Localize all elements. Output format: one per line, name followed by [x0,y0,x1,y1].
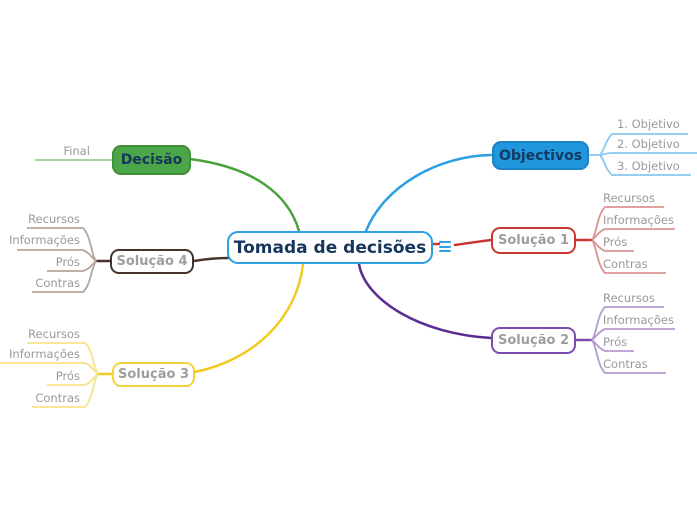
leaf-s2-pros[interactable]: Prós [603,335,628,349]
branch-line-solucao4 [192,256,230,263]
notes-icon-bar [439,241,451,243]
node-central-topic[interactable]: Tomada de decisões [227,231,433,264]
leaf-line-s4-recursos [27,227,97,262]
leaf-line-objetivo-1 [599,133,688,156]
leaf-s1-pros[interactable]: Prós [603,235,628,249]
leaf-line-objetivo-2 [599,152,697,156]
leaf-s4-recursos[interactable]: Recursos [28,212,80,226]
leaf-line-s1-informacoes [591,228,675,241]
leaf-objetivo-2[interactable]: 2. Objetivo [617,137,680,151]
leaf-line-s1-recursos [591,206,664,241]
node-solucao-3[interactable]: Solução 3 [112,362,195,387]
leaf-s1-contras[interactable]: Contras [603,257,648,271]
node-solucao-4[interactable]: Solução 4 [110,249,194,274]
branch-line-solucao3 [193,262,305,374]
leaf-s4-informacoes[interactable]: Informações [9,233,80,247]
leaf-line-s1-contras [591,239,666,274]
branch-line-solucao1 [453,238,494,247]
branch-line-decisao [188,157,301,233]
leaf-final[interactable]: Final [63,144,90,158]
leaf-line-s4-informacoes [17,249,97,262]
leaf-s4-contras[interactable]: Contras [35,276,80,290]
leaf-s2-informacoes[interactable]: Informações [603,313,674,327]
leaf-s1-informacoes[interactable]: Informações [603,213,674,227]
leaf-s3-recursos[interactable]: Recursos [28,327,80,341]
leaf-s2-recursos[interactable]: Recursos [603,291,655,305]
node-objectivos[interactable]: Objectivos [492,141,589,170]
leaf-s4-pros[interactable]: Prós [55,255,80,269]
leaf-s1-recursos[interactable]: Recursos [603,191,655,205]
branch-line-solucao2 [357,262,493,340]
leaf-line-s2-informacoes [591,328,675,341]
notes-icon[interactable] [439,241,451,252]
leaf-line-s3-recursos [27,342,99,375]
leaf-line-s3-contras [32,373,99,408]
node-decisao[interactable]: Decisão [112,145,191,175]
node-solucao-2[interactable]: Solução 2 [491,327,576,354]
leaf-objetivo-3[interactable]: 3. Objetivo [617,159,680,173]
leaf-line-s4-contras [32,260,97,293]
leaf-objetivo-1[interactable]: 1. Objetivo [617,117,680,131]
leaf-s3-pros[interactable]: Prós [55,369,80,383]
leaf-line-objetivo-3 [599,154,691,176]
leaf-s3-contras[interactable]: Contras [35,391,80,405]
branch-line-objectivos [364,153,493,233]
leaf-s2-contras[interactable]: Contras [603,357,648,371]
notes-icon-bar [439,245,451,248]
leaf-line-s3-informacoes [0,362,99,375]
node-solucao-1[interactable]: Solução 1 [491,227,576,254]
leaf-line-s2-recursos [591,306,664,341]
leaf-s3-informacoes[interactable]: Informações [9,347,80,361]
leaf-line-s2-contras [591,339,666,374]
notes-icon-bar [439,250,451,252]
